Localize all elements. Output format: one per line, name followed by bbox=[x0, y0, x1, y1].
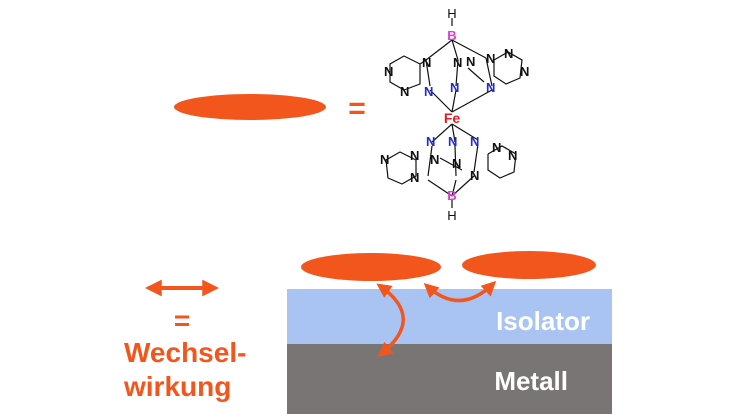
interaction-label-line1: Wechsel- bbox=[124, 337, 246, 368]
nitrogen-label: N bbox=[486, 51, 495, 66]
nitrogen-label: N bbox=[470, 134, 479, 149]
molecule-symbol-ellipse bbox=[174, 94, 326, 120]
metal-layer bbox=[287, 344, 612, 414]
boron-label-bottom: B bbox=[447, 188, 456, 203]
nitrogen-label: N bbox=[492, 140, 501, 155]
surface-molecule-right bbox=[462, 251, 596, 279]
nitrogen-label: N bbox=[470, 168, 479, 183]
nitrogen-label: N bbox=[410, 170, 419, 185]
iron-label: Fe bbox=[444, 110, 461, 126]
boron-label-top: B bbox=[447, 28, 456, 43]
nitrogen-label: N bbox=[424, 84, 433, 99]
nitrogen-label: N bbox=[430, 152, 439, 167]
equals-sign-top: = bbox=[348, 92, 366, 125]
nitrogen-label: N bbox=[400, 84, 409, 99]
nitrogen-label: N bbox=[453, 55, 462, 70]
nitrogen-label: N bbox=[486, 80, 495, 95]
nitrogen-label: N bbox=[448, 134, 457, 149]
metal-label: Metall bbox=[494, 366, 568, 396]
structure-atom-labels: H B Fe B H N N N N N N N N N N N N N N N… bbox=[380, 6, 529, 223]
iron-scorpionate-structure bbox=[385, 18, 523, 208]
nitrogen-label: N bbox=[504, 46, 513, 61]
nitrogen-label: N bbox=[520, 64, 529, 79]
nitrogen-label: N bbox=[384, 64, 393, 79]
hydrogen-label-bottom: H bbox=[447, 208, 456, 223]
nitrogen-label: N bbox=[466, 54, 475, 69]
molecule-molecule-interaction-arrow bbox=[423, 280, 497, 303]
nitrogen-label: N bbox=[426, 134, 435, 149]
equals-sign-legend: = bbox=[174, 305, 190, 336]
nitrogen-label: N bbox=[508, 148, 517, 163]
insulator-label: Isolator bbox=[496, 306, 590, 336]
nitrogen-label: N bbox=[422, 55, 431, 70]
interaction-label-line2: wirkung bbox=[123, 371, 231, 402]
nitrogen-label: N bbox=[380, 152, 389, 167]
hydrogen-label-top: H bbox=[447, 6, 456, 21]
surface-molecule-left bbox=[301, 253, 441, 281]
nitrogen-label: N bbox=[410, 148, 419, 163]
molecule-substrate-interaction-arrow bbox=[376, 283, 405, 357]
nitrogen-label: N bbox=[452, 156, 461, 171]
nitrogen-label: N bbox=[450, 80, 459, 95]
